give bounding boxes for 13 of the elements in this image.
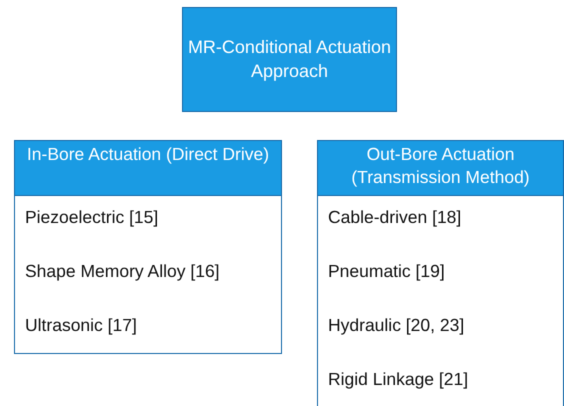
- category-panel: [14, 140, 282, 354]
- list-item: Rigid Linkage [21]: [328, 369, 468, 390]
- list-item: Cable-driven [18]: [328, 207, 462, 228]
- list-item: Hydraulic [20, 23]: [328, 315, 464, 336]
- box-title: MR-Conditional Actuation Approach: [186, 36, 392, 83]
- list-item: Piezoelectric [15]: [25, 207, 158, 228]
- category-panel: [317, 140, 564, 406]
- root-box: [182, 7, 397, 112]
- panel-header: In-Bore Actuation (Direct Drive): [15, 141, 281, 196]
- list-item: Ultrasonic [17]: [25, 315, 137, 336]
- panel-header: Out-Bore Actuation (Transmission Method): [318, 141, 563, 196]
- list-item: Pneumatic [19]: [328, 261, 445, 282]
- list-item: Shape Memory Alloy [16]: [25, 261, 220, 282]
